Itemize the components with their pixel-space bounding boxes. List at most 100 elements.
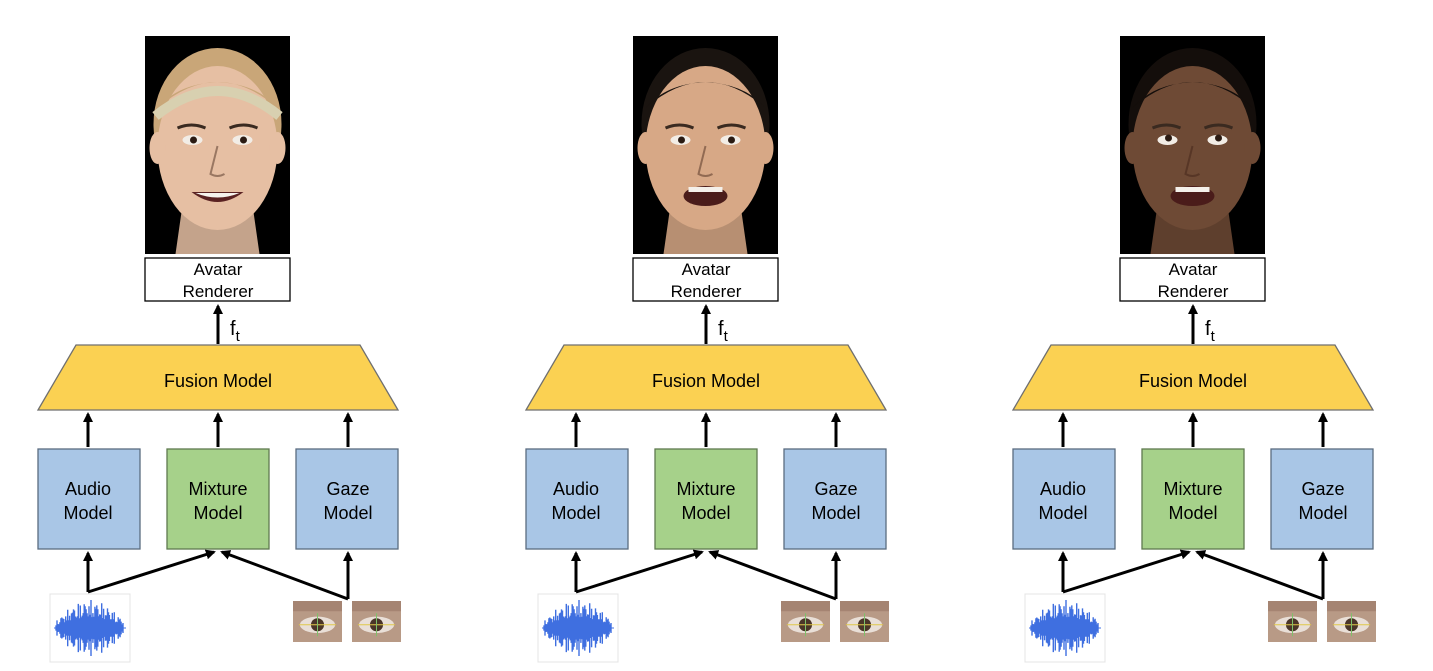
avatar-face [157,66,278,230]
avatar-pupil-right [728,136,735,144]
model-label-line2: Model [323,503,372,523]
model-label-line1: Gaze [326,479,369,499]
audio-to-mixture-model-arrow [575,549,704,594]
avatar-eyebrow-left [664,123,695,130]
avatar-teeth [688,187,723,192]
feature-label-subscript: t [236,328,241,345]
gaze-to-mixture-model-arrow [220,550,349,601]
eye-crop-right-brow [352,601,401,612]
model-box-frame [1270,448,1374,550]
model-label-line1: Mixture [676,479,735,499]
model-box-frame [1012,448,1116,550]
avatar-face [1132,66,1253,230]
fusion-model-label: Fusion Model [652,371,760,391]
avatar-headband [152,86,283,120]
avatar-ear-left [1124,132,1141,164]
avatar-ear-right [757,132,774,164]
eye-crop-right-brow [1327,601,1376,612]
avatar-nose [697,145,713,177]
avatar-renderer-label-line2: Renderer [1158,282,1229,301]
avatar-pupil-left [1165,134,1172,142]
avatar-nose [209,145,225,177]
model-label-line1: Audio [553,479,599,499]
eye-crop-right-brow [840,601,889,612]
feature-label-subscript: t [724,328,729,345]
avatar-pupil-right [1215,134,1222,142]
avatar-pupil-left [190,136,197,144]
model-label-line2: Model [1168,503,1217,523]
fusion-model-shape [36,344,400,411]
avatar-renderer-label-line2: Renderer [671,282,742,301]
model-label-line1: Gaze [814,479,857,499]
model-label-line2: Model [681,503,730,523]
model-label-line2: Model [193,503,242,523]
model-label-line1: Mixture [188,479,247,499]
model-label-line2: Model [551,503,600,523]
eye-crop-left-brow [781,601,830,612]
fusion-model-shape [1011,344,1375,411]
model-box-frame [295,448,399,550]
audio-to-mixture-model-arrow [87,549,216,594]
feature-label-base: f [1205,318,1211,340]
gaze-to-mixture-model-arrow [708,550,837,601]
avatar-renderer-label-line1: Avatar [1169,260,1218,279]
avatar-pupil-left [678,136,685,144]
model-box-frame [1141,448,1245,550]
model-label-line2: Model [1038,503,1087,523]
avatar-eyebrow-right [716,123,747,130]
fusion-model-block: Fusion Model [36,344,400,411]
avatar-renderer-label-line1: Avatar [194,260,243,279]
model-box-frame [37,448,141,550]
avatar-renderer-frame [632,257,779,302]
avatar-ear-left [149,132,166,164]
avatar-renderer-frame [1119,257,1266,302]
avatar-renderer-label-line1: Avatar [682,260,731,279]
avatar-hairline [1132,82,1253,108]
gaze-to-mixture-model-arrow [1195,550,1324,601]
avatar-teeth [1175,187,1210,192]
avatar-ear-right [1244,132,1261,164]
model-label-line1: Mixture [1163,479,1222,499]
avatar-hairline [645,82,766,108]
avatar-eyebrow-left [176,123,207,130]
model-box-frame [783,448,887,550]
feature-label: ft [1205,318,1216,345]
feature-label-base: f [718,318,724,340]
feature-label-subscript: t [1211,328,1216,345]
avatar-ear-right [269,132,286,164]
fusion-model-block: Fusion Model [1011,344,1375,411]
model-label-line2: Model [63,503,112,523]
model-box-frame [525,448,629,550]
avatar-renderer-label-line2: Renderer [183,282,254,301]
model-label-line1: Audio [65,479,111,499]
avatar-renderer-frame [144,257,291,302]
model-label-line2: Model [811,503,860,523]
model-label-line1: Gaze [1301,479,1344,499]
model-box-frame [654,448,758,550]
fusion-model-label: Fusion Model [164,371,272,391]
feature-label-base: f [230,318,236,340]
fusion-model-shape [524,344,888,411]
eye-crop-left-brow [1268,601,1317,612]
avatar-hairline [157,82,278,108]
model-box-frame [166,448,270,550]
avatar-eyebrow-right [228,123,259,130]
audio-to-mixture-model-arrow [1062,549,1191,594]
feature-label: ft [718,318,729,345]
feature-label: ft [230,318,241,345]
eye-crop-left-brow [293,601,342,612]
